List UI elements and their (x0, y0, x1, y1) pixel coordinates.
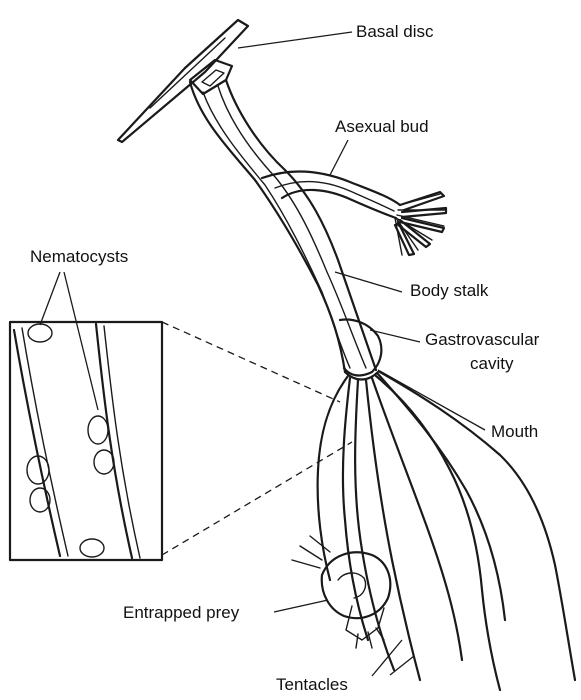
label-body-stalk: Body stalk (410, 281, 488, 301)
entrapped-prey (292, 536, 390, 648)
label-tentacles: Tentacles (276, 675, 348, 695)
zoom-line-top (162, 322, 340, 402)
label-mouth: Mouth (491, 422, 538, 442)
leader-nematocysts-a (40, 272, 60, 325)
label-nematocysts: Nematocysts (30, 247, 128, 267)
leader-mouth (378, 370, 485, 430)
leader-basal-disc (238, 32, 352, 48)
leader-entrapped-prey (274, 600, 328, 612)
leader-tentacles-a (390, 656, 414, 675)
label-gastrovascular-cavity-line2: cavity (470, 354, 513, 374)
leader-tentacles-b (372, 640, 402, 676)
asexual-bud (262, 172, 446, 255)
label-entrapped-prey: Entrapped prey (123, 603, 239, 623)
label-basal-disc: Basal disc (356, 22, 433, 42)
zoom-line-bottom (162, 442, 352, 555)
leader-nematocysts-b (64, 272, 98, 410)
leader-asexual-bud (330, 140, 348, 175)
label-asexual-bud: Asexual bud (335, 117, 429, 137)
substrate-twig (118, 20, 248, 142)
nematocyst-inset (10, 322, 162, 560)
label-gastrovascular-cavity-line1: Gastrovascular (425, 330, 539, 350)
